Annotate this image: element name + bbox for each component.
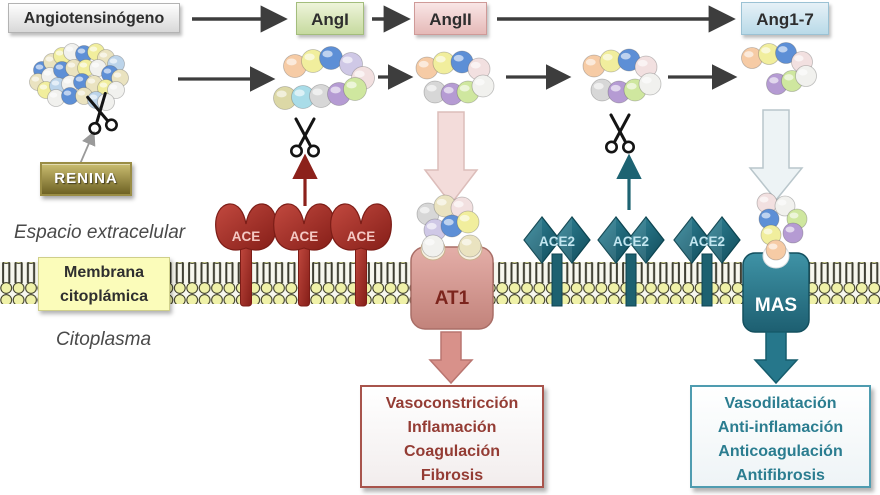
peptide-beads xyxy=(29,42,817,261)
effect-item: Coagulación xyxy=(403,443,500,460)
ace2-label: ACE2 xyxy=(613,234,649,249)
angii-box: AngII xyxy=(414,2,487,35)
renin-action-arrow xyxy=(79,130,96,165)
ace-label: ACE xyxy=(347,229,376,244)
effect-item: Vasodilatación xyxy=(724,395,837,412)
ang17-box: Ang1-7 xyxy=(741,2,829,35)
effect-item: Inflamación xyxy=(407,419,497,436)
mas-effects-box: Vasodilatación Anti-inflamación Anticoag… xyxy=(690,385,871,488)
renin-box: RENINA xyxy=(40,162,132,196)
scissors-icon xyxy=(289,117,321,158)
effect-item: Anticoagulación xyxy=(718,443,843,460)
angi-box: AngI xyxy=(296,2,364,35)
angiotensinogen-box: Angiotensinógeno xyxy=(8,3,180,33)
effect-item: Vasoconstricción xyxy=(385,395,519,412)
at1-effects-box: Vasoconstricción Inflamación Coagulación… xyxy=(360,385,544,488)
ace-label: ACE xyxy=(232,229,261,244)
effect-item: Fibrosis xyxy=(420,467,484,484)
ace2-label: ACE2 xyxy=(689,234,725,249)
ace-label: ACE xyxy=(290,229,319,244)
ang17-to-mas-arrow xyxy=(748,109,804,202)
effect-item: Anti-inflamación xyxy=(717,419,844,436)
effect-item: Antifibrosis xyxy=(736,467,825,484)
ace2-label: ACE2 xyxy=(539,234,575,249)
cytoplasm-label: Citoplasma xyxy=(56,329,152,350)
scissors-icon xyxy=(604,113,636,154)
membrane-label-box: Membrana citoplámica xyxy=(38,257,170,311)
extracellular-space-label: Espacio extracelular xyxy=(14,222,186,243)
at1-label: AT1 xyxy=(435,288,470,309)
at1-to-effects-arrow xyxy=(428,331,474,385)
mas-to-effects-arrow xyxy=(753,331,799,385)
mas-label: MAS xyxy=(755,295,797,316)
membrane-label-line1: Membrana xyxy=(63,264,145,281)
angii-to-at1-arrow xyxy=(423,111,479,206)
membrane-label-line2: citoplámica xyxy=(59,288,149,305)
